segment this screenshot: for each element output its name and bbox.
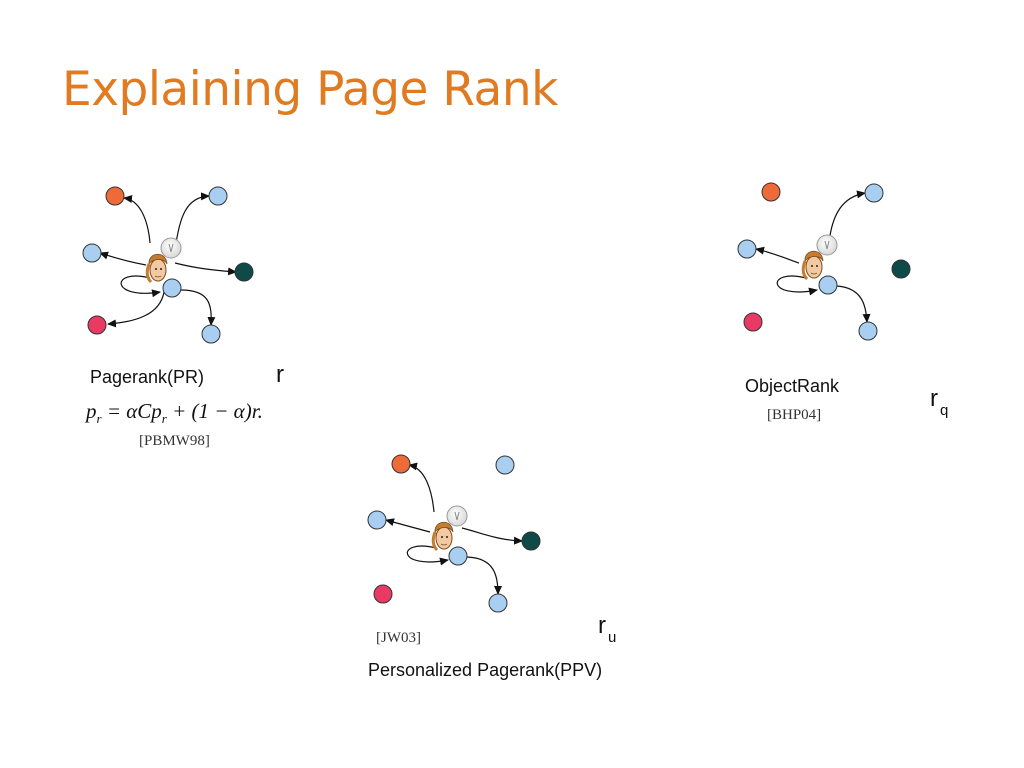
graph-node-blue [162,278,182,298]
graph-node-blue [488,593,508,613]
ppv-citation: [JW03] [376,630,421,646]
self-loop-edge [406,545,449,566]
graph-node-blue [858,321,878,341]
graph-node-blue [448,546,468,566]
pagerank-rank-variable: r [276,361,284,388]
edge [828,190,866,244]
lightbulb-icon [160,237,182,259]
edge [99,251,147,266]
graph-node-blue [201,324,221,344]
edge [408,462,435,513]
graph-node-blue [737,239,757,259]
graph-node-blue [495,455,515,475]
edge [123,195,151,244]
lightbulb-icon [446,505,468,527]
graph-node-pink [743,312,763,332]
edge [174,262,237,276]
graph-node-blue [864,183,884,203]
edge [755,246,800,264]
formula-text: pr = αCpr + (1 − α)r. [86,399,263,427]
edge [836,285,871,323]
thinking-surfer-icon [145,237,182,284]
self-loop-edge [776,275,818,296]
slide-title: Explaining Page Rank [62,62,558,117]
edge [385,518,431,533]
graph-node-pink [87,315,107,335]
ppv-label: Personalized Pagerank(PPV) [368,660,603,680]
thinking-surfer-icon [801,234,838,281]
edge [180,289,216,326]
objectrank-label: ObjectRank [745,376,840,396]
graph-node-orange [391,454,411,474]
self-loop-edge [120,275,161,298]
objectrank-graph [737,182,911,341]
graph-node-blue [818,275,838,295]
graph-node-orange [761,182,781,202]
graph-node-blue [82,243,102,263]
graph-node-blue [367,510,387,530]
edge [175,192,210,244]
pagerank-citation: [PBMW98] [139,433,210,449]
graph-node-blue [208,186,228,206]
pagerank-graph [82,186,254,344]
edge [461,527,523,545]
graph-node-pink [373,584,393,604]
edge [107,291,165,328]
graph-node-dark [521,531,541,551]
graph-node-orange [105,186,125,206]
graph-node-dark [891,259,911,279]
graph-node-dark [234,262,254,282]
lightbulb-icon [816,234,838,256]
edge [466,556,502,595]
personalized-pagerank-graph [367,454,541,613]
objectrank-citation: [BHP04] [767,407,822,423]
pagerank-label: Pagerank(PR) [90,367,205,387]
thinking-surfer-icon [431,505,468,552]
pagerank-formula: pr = αCpr + (1 − α)r. [86,399,263,427]
